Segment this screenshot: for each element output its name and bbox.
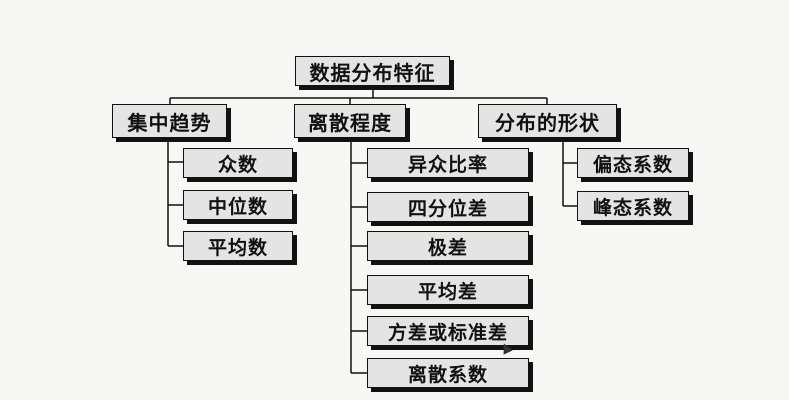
leaf-median: 中位数 <box>183 190 293 220</box>
branch-central-tendency: 集中趋势 <box>112 104 227 138</box>
leaf-coefficient-of-variation: 离散系数 <box>367 358 529 388</box>
branch-distribution-shape: 分布的形状 <box>478 104 617 138</box>
leaf-interquartile-range: 四分位差 <box>367 192 529 222</box>
leaf-mean-deviation: 平均差 <box>367 275 529 305</box>
leaf-range: 极差 <box>367 231 529 261</box>
leaf-variation-ratio: 异众比率 <box>367 148 529 178</box>
leaf-mode: 众数 <box>183 148 293 178</box>
root-node: 数据分布特征 <box>295 56 450 86</box>
leaf-skewness: 偏态系数 <box>577 148 689 178</box>
leaf-mean: 平均数 <box>183 231 293 261</box>
leaf-kurtosis: 峰态系数 <box>577 191 689 221</box>
leaf-variance-or-std: 方差或标准差 <box>367 316 529 346</box>
branch-dispersion: 离散程度 <box>294 104 406 138</box>
